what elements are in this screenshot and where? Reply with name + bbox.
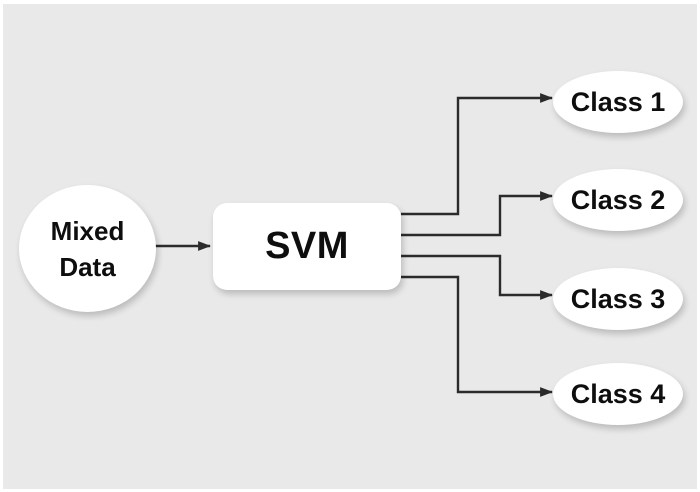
input-node-label-line1: Mixed bbox=[50, 215, 125, 246]
connector-svm-to-class-2 bbox=[401, 191, 554, 237]
output-node-class-2: Class 2 bbox=[553, 169, 683, 231]
output-node-label: Class 2 bbox=[570, 184, 666, 215]
output-node-class-1: Class 1 bbox=[553, 71, 683, 133]
output-node-label: Class 1 bbox=[570, 86, 666, 117]
output-node-class-3: Class 3 bbox=[553, 268, 683, 330]
input-node-label-line2: Data bbox=[59, 251, 116, 282]
connector-svm-to-class-1 bbox=[401, 93, 554, 216]
output-node-label: Class 3 bbox=[570, 283, 666, 314]
process-node-svm: SVM bbox=[213, 203, 401, 290]
connector-svm-to-class-3 bbox=[401, 254, 554, 300]
output-node-label: Class 4 bbox=[570, 378, 666, 409]
process-node-label: SVM bbox=[265, 225, 349, 267]
input-node-mixed-data: Mixed Data bbox=[19, 185, 156, 312]
output-node-class-4: Class 4 bbox=[553, 363, 683, 425]
connector-svm-to-class-4 bbox=[401, 275, 554, 397]
